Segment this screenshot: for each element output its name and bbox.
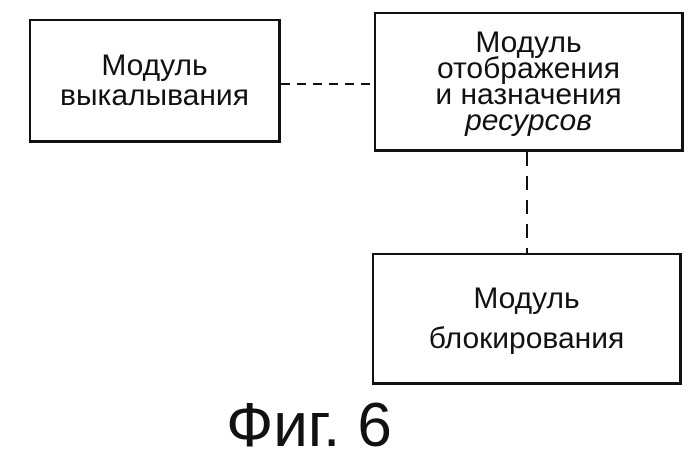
puncturing-module-label-1: Модуль bbox=[101, 51, 207, 81]
puncturing-module-box: Модуль выкалывания bbox=[29, 19, 281, 143]
blocking-module-box: Модуль блокирования bbox=[372, 253, 682, 385]
figure-caption: Фиг. 6 bbox=[0, 388, 618, 464]
blocking-module-label-2: блокирования bbox=[429, 324, 624, 354]
blocking-module-label-1: Модуль bbox=[473, 284, 579, 314]
puncturing-module-label-2: выкалывания bbox=[60, 81, 249, 111]
mapping-module-label-4: ресурсов bbox=[465, 108, 592, 134]
mapping-module-box: Модуль отображения и назначения ресурсов bbox=[374, 12, 684, 152]
